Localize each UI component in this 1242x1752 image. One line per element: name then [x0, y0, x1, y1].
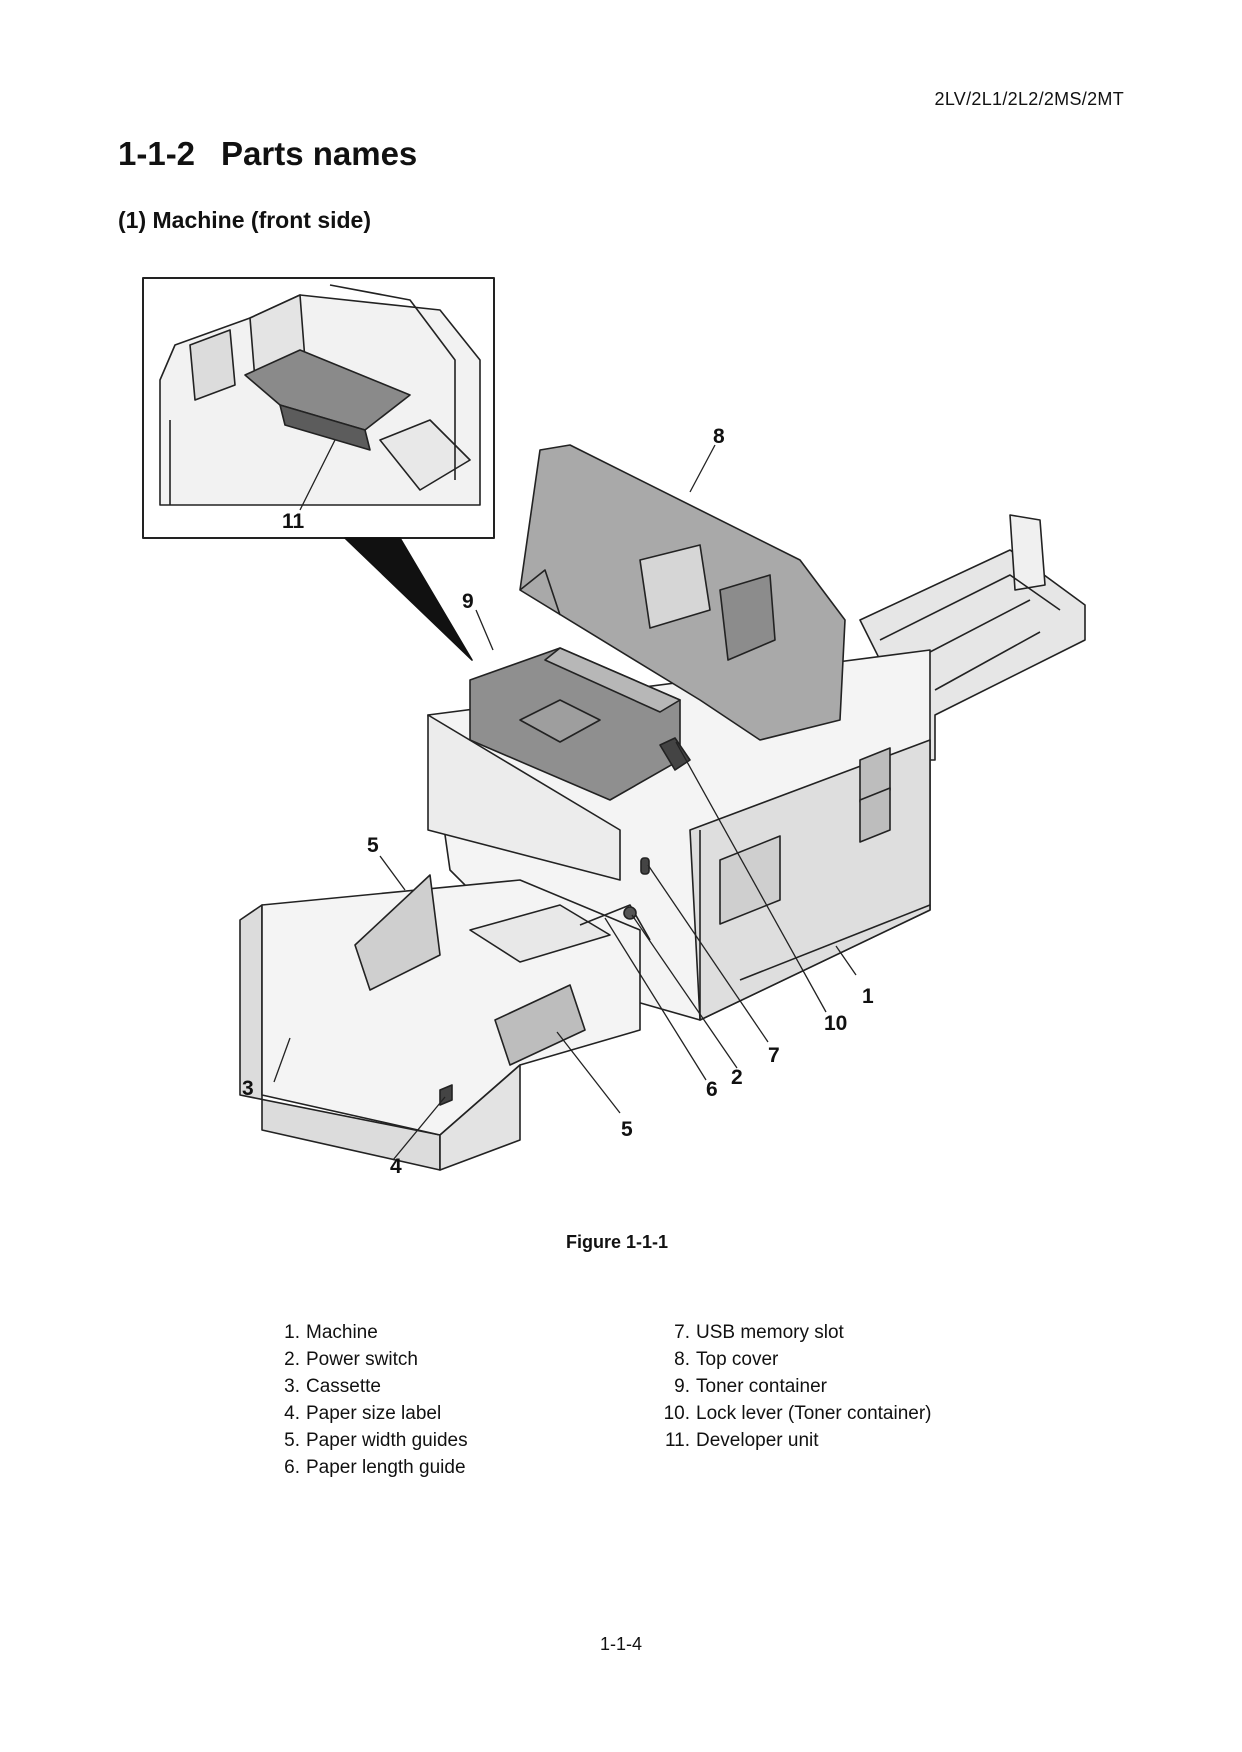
- list-item: 10. Lock lever (Toner container): [660, 1400, 932, 1427]
- list-item: 9. Toner container: [660, 1373, 932, 1400]
- callout-1: 1: [862, 985, 874, 1008]
- list-item: 5. Paper width guides: [270, 1427, 468, 1454]
- callout-5-upper: 5: [367, 834, 379, 857]
- subsection-title: (1) Machine (front side): [118, 207, 372, 233]
- item-label: Lock lever (Toner container): [696, 1403, 932, 1424]
- callout-5-lower: 5: [621, 1118, 633, 1141]
- item-label: Cassette: [306, 1376, 381, 1397]
- item-label: Developer unit: [696, 1430, 819, 1451]
- model-code: 2LV/2L1/2L2/2MS/2MT: [934, 89, 1124, 109]
- parts-list-left: 1. Machine 2. Power switch 3. Cassette 4. Pa…: [270, 1319, 468, 1481]
- item-number: 10.: [663, 1403, 690, 1424]
- callout-8: 8: [713, 425, 725, 448]
- list-item: 3. Cassette: [270, 1373, 468, 1400]
- top-cover: [519, 444, 846, 741]
- toner-container: [469, 647, 691, 801]
- list-item: 7. USB memory slot: [660, 1319, 932, 1346]
- callout-6: 6: [706, 1078, 718, 1101]
- item-number: 2.: [284, 1349, 300, 1370]
- item-label: Machine: [306, 1322, 378, 1343]
- item-number: 3.: [284, 1376, 300, 1397]
- inset-frame: [142, 277, 495, 539]
- item-number: 4.: [284, 1403, 300, 1424]
- list-item: 8. Top cover: [660, 1346, 932, 1373]
- parts-list-right: 7. USB memory slot 8. Top cover 9. Toner co…: [660, 1319, 932, 1454]
- cassette: [239, 874, 651, 1171]
- list-item: 2. Power switch: [270, 1346, 468, 1373]
- inset-pointer: [344, 537, 473, 661]
- section-number: 1-1-2: [118, 135, 196, 172]
- list-item: 11. Developer unit: [660, 1427, 932, 1454]
- figure-caption: Figure 1-1-1: [565, 1232, 669, 1252]
- list-item: 1. Machine: [270, 1319, 468, 1346]
- inset-developer-unit: [159, 284, 481, 506]
- item-number: 5.: [284, 1430, 300, 1451]
- item-number: 11.: [664, 1430, 690, 1451]
- item-label: Toner container: [696, 1376, 827, 1397]
- item-number: 1.: [284, 1322, 300, 1343]
- item-number: 9.: [674, 1376, 690, 1397]
- callout-3: 3: [242, 1077, 254, 1100]
- list-item: 4. Paper size label: [270, 1400, 468, 1427]
- item-label: Power switch: [306, 1349, 418, 1370]
- callout-4: 4: [390, 1155, 402, 1178]
- section-title: 1-1-2 Parts names: [118, 135, 417, 173]
- item-number: 6.: [284, 1457, 300, 1478]
- item-label: USB memory slot: [696, 1322, 844, 1343]
- item-label: Paper size label: [306, 1403, 442, 1424]
- callout-9: 9: [462, 590, 474, 613]
- callout-11: 11: [282, 510, 305, 533]
- page-number: 1-1-4: [599, 1634, 643, 1654]
- item-number: 7.: [674, 1322, 690, 1343]
- item-label: Paper length guide: [306, 1457, 466, 1478]
- usb-slot-shape: [640, 857, 650, 875]
- item-label: Paper width guides: [306, 1430, 468, 1451]
- callout-2: 2: [731, 1066, 743, 1089]
- list-item: 6. Paper length guide: [270, 1454, 468, 1481]
- section-title-text: Parts names: [221, 135, 418, 172]
- item-number: 8.: [674, 1349, 690, 1370]
- item-label: Top cover: [696, 1349, 779, 1370]
- leader-lines: [273, 439, 857, 1161]
- callout-7: 7: [768, 1044, 780, 1067]
- callout-10: 10: [824, 1012, 847, 1035]
